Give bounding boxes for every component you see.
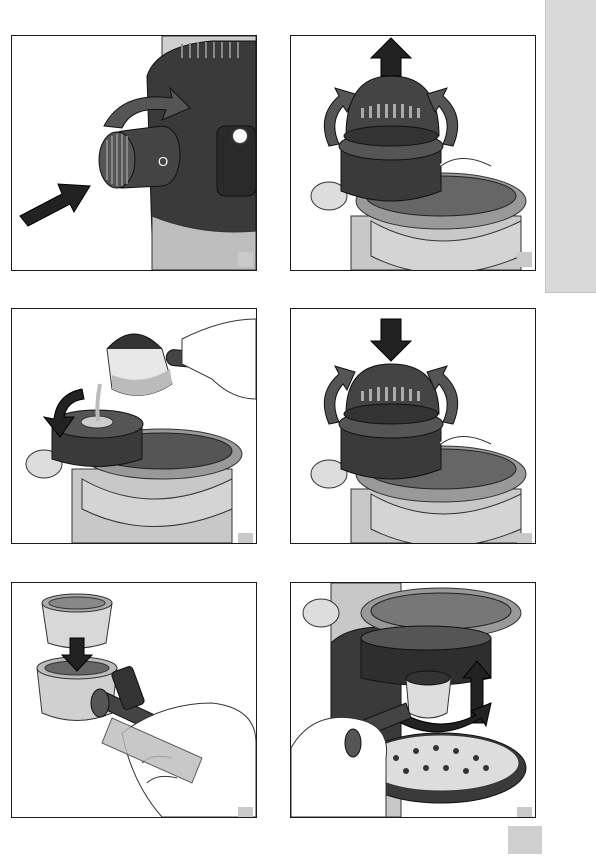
figure-3-illustration <box>12 309 256 543</box>
figure-1-illustration: O <box>12 36 256 270</box>
figure-5-illustration <box>12 583 256 817</box>
figure-4-replace-cap <box>290 308 536 544</box>
knob-label: O <box>158 154 168 169</box>
figure-2-number <box>517 252 532 267</box>
figure-5-number <box>238 807 253 818</box>
figure-3-number <box>238 533 253 544</box>
page-number <box>508 826 542 854</box>
figure-6-number <box>517 807 532 818</box>
figure-6-illustration <box>291 583 535 817</box>
figure-1-turn-knob: O <box>11 35 257 271</box>
figure-4-number <box>517 533 532 544</box>
figure-4-illustration <box>291 309 535 543</box>
figure-2-remove-cap <box>290 35 536 271</box>
figure-6-attach-holder <box>290 582 536 818</box>
figure-5-insert-filter <box>11 582 257 818</box>
figure-3-pour-water <box>11 308 257 544</box>
figure-1-number <box>238 252 253 267</box>
figure-2-illustration <box>291 36 535 270</box>
side-section-tab <box>545 0 596 293</box>
